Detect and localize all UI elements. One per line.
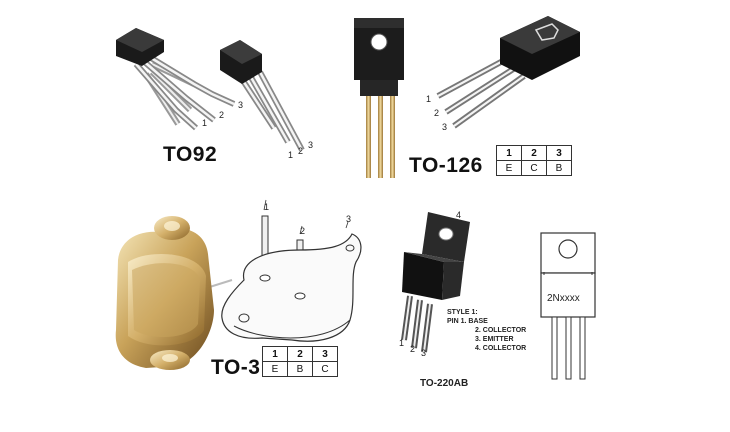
to126-table-name-2: C xyxy=(521,160,547,176)
to3-table-name-1: E xyxy=(262,361,288,377)
to126-table-number-3: 3 xyxy=(546,145,572,161)
to3-table-number-1: 1 xyxy=(262,346,288,362)
style-line: 2. COLLECTOR xyxy=(475,327,527,334)
to126-pinout-table: 1 2 3 E C B xyxy=(496,145,572,176)
to126-pin-3: 3 xyxy=(442,122,448,132)
to92-title: TO92 xyxy=(163,143,218,166)
to126-table-name-1: E xyxy=(496,160,522,176)
to3-photo-transistor xyxy=(115,216,233,370)
to220-pin-3: 3 xyxy=(421,348,427,358)
to92-right-pin-1: 1 xyxy=(288,150,294,160)
to220-outline-drawing xyxy=(540,232,596,380)
to92-straight-transistor xyxy=(220,40,305,152)
to3-pin-2: 2 xyxy=(300,226,306,236)
to92-right-pin-3: 3 xyxy=(308,140,314,150)
to220-pin-2: 2 xyxy=(410,344,416,354)
to3-outline-drawing xyxy=(221,199,362,342)
to220-style-pinout: STYLE 1: PIN 1. BASE 2. COLLECTOR 3. EMI… xyxy=(447,308,526,353)
to92-left-pin-1: 1 xyxy=(202,118,208,128)
style-line: STYLE 1: xyxy=(447,309,478,316)
style-line: 4. COLLECTOR xyxy=(475,345,527,352)
to220-pin-1: 1 xyxy=(399,338,405,348)
to220-tab-pin: 4 xyxy=(456,210,462,220)
to92-right-pin-2: 2 xyxy=(298,146,304,156)
to126-table-number-2: 2 xyxy=(521,145,547,161)
to92-bent-transistor xyxy=(116,28,236,131)
style-line: 3. EMITTER xyxy=(475,336,514,343)
to220ab-transistor xyxy=(401,212,470,353)
to126-table-name-3: B xyxy=(546,160,572,176)
to126-angled-transistor xyxy=(436,16,580,129)
to3-table-number-3: 3 xyxy=(312,346,338,362)
to126-title: TO-126 xyxy=(409,154,483,177)
to3-table-name-3: C xyxy=(312,361,338,377)
to126-pin-1: 1 xyxy=(426,94,432,104)
to3-table-name-2: B xyxy=(287,361,313,377)
to92-left-pin-2: 2 xyxy=(219,110,225,120)
to3-pin-1: 1 xyxy=(264,202,270,212)
to126-pin-2: 2 xyxy=(434,108,440,118)
to3-pinout-table: 1 2 3 E B C xyxy=(262,346,338,377)
to3-pin-3: 3 xyxy=(346,214,352,224)
to126-front-transistor xyxy=(354,18,404,178)
style-line: PIN 1. BASE xyxy=(447,318,488,325)
to92-left-pin-3: 3 xyxy=(238,100,244,110)
to3-table-number-2: 2 xyxy=(287,346,313,362)
to220ab-title: TO-220AB xyxy=(420,378,469,389)
to220-part-label: 2Nxxxx xyxy=(547,293,580,304)
to3-title: TO-3 xyxy=(211,356,261,379)
to126-table-number-1: 1 xyxy=(496,145,522,161)
